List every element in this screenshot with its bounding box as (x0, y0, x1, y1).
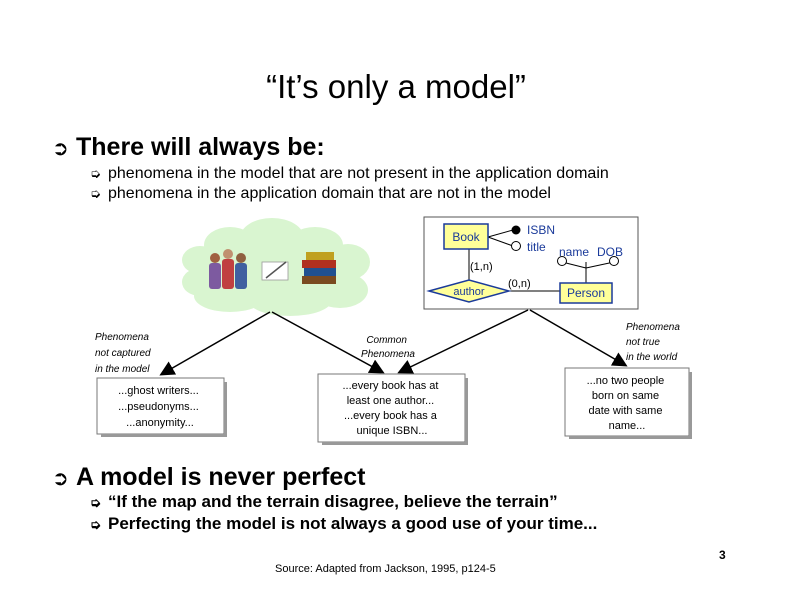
dob-attr-label: DOB (597, 245, 623, 259)
sub-bullet-1-1: ➭ phenomena in the model that are not pre… (90, 165, 609, 183)
mapping-arrows (159, 309, 628, 376)
author-label: author (453, 286, 485, 298)
books-icon (302, 252, 336, 284)
page-number: 3 (719, 548, 726, 562)
svg-text:...ghost writers... ...p: ...ghost writers... ...pseudonyms... ...… (118, 385, 202, 429)
bullet-1: ➲ There will always be: (52, 133, 325, 162)
book-cardinality: (1,n) (470, 261, 493, 273)
sub-arrow-icon: ➭ (90, 495, 101, 510)
center-category-label: Common Phenomena (361, 335, 415, 360)
book-label: Book (452, 230, 480, 244)
title-attr-label: title (527, 240, 546, 254)
person-label: Person (567, 286, 605, 300)
name-attribute-marker (557, 256, 567, 266)
isbn-attribute-marker (511, 225, 521, 235)
person-cardinality: (0,n) (508, 278, 531, 290)
er-diagram: Book ISBN title name DOB (1,n) (0,n) aut… (423, 216, 639, 310)
sub-bullet-2-2: ➭ Perfecting the model is not always a go… (90, 514, 597, 534)
arrow-bullet-icon: ➲ (52, 138, 69, 160)
right-example-box: ...no two people born on same date with … (564, 367, 692, 439)
sub-arrow-icon: ➭ (90, 517, 101, 532)
people-icon (209, 249, 247, 289)
book-entity (443, 223, 489, 250)
sub-arrow-icon: ➭ (90, 166, 101, 181)
person-entity (559, 282, 613, 304)
writing-hand-icon (261, 261, 289, 281)
isbn-label: ISBN (527, 223, 555, 237)
sub-bullet-1-1-text: phenomena in the model that are not pres… (108, 165, 609, 182)
model-diagram: Book ISBN title name DOB (1,n) (0,n) aut… (95, 216, 692, 445)
sub-bullet-2-1-text: “If the map and the terrain disagree, be… (108, 492, 558, 511)
title-attribute-marker (511, 241, 521, 251)
bullet-2-text: A model is never perfect (76, 463, 366, 491)
left-category-label: Phenomena not captured in the model (95, 332, 153, 375)
name-attr-label: name (559, 245, 589, 259)
sub-bullet-2-2-text: Perfecting the model is not always a goo… (108, 514, 598, 533)
sub-bullet-1-2: ➭ phenomena in the application domain tha… (90, 185, 551, 203)
author-relationship (426, 279, 512, 303)
bullet-2: ➲ A model is never perfect (52, 463, 365, 492)
arrow-bullet-icon: ➲ (52, 468, 69, 490)
sub-bullet-1-2-text: phenomena in the application domain that… (108, 185, 551, 202)
right-category-label: Phenomena not true in the world (626, 322, 683, 363)
sub-arrow-icon: ➭ (90, 186, 101, 201)
slide-title: “It’s only a model” (266, 68, 526, 105)
center-example-box: ...every book has at least one author...… (317, 373, 468, 445)
dob-attribute-marker (609, 256, 619, 266)
source-citation: Source: Adapted from Jackson, 1995, p124… (275, 563, 496, 575)
sub-bullet-2-1: ➭ “If the map and the terrain disagree, b… (90, 492, 558, 512)
bullet-1-text: There will always be: (76, 133, 325, 161)
svg-text:...no two people born on: ...no two people born on same date with … (587, 375, 668, 432)
left-example-box: ...ghost writers... ...pseudonyms... ...… (96, 377, 227, 437)
svg-text:...every book has at lea: ...every book has at least one author...… (342, 380, 441, 437)
